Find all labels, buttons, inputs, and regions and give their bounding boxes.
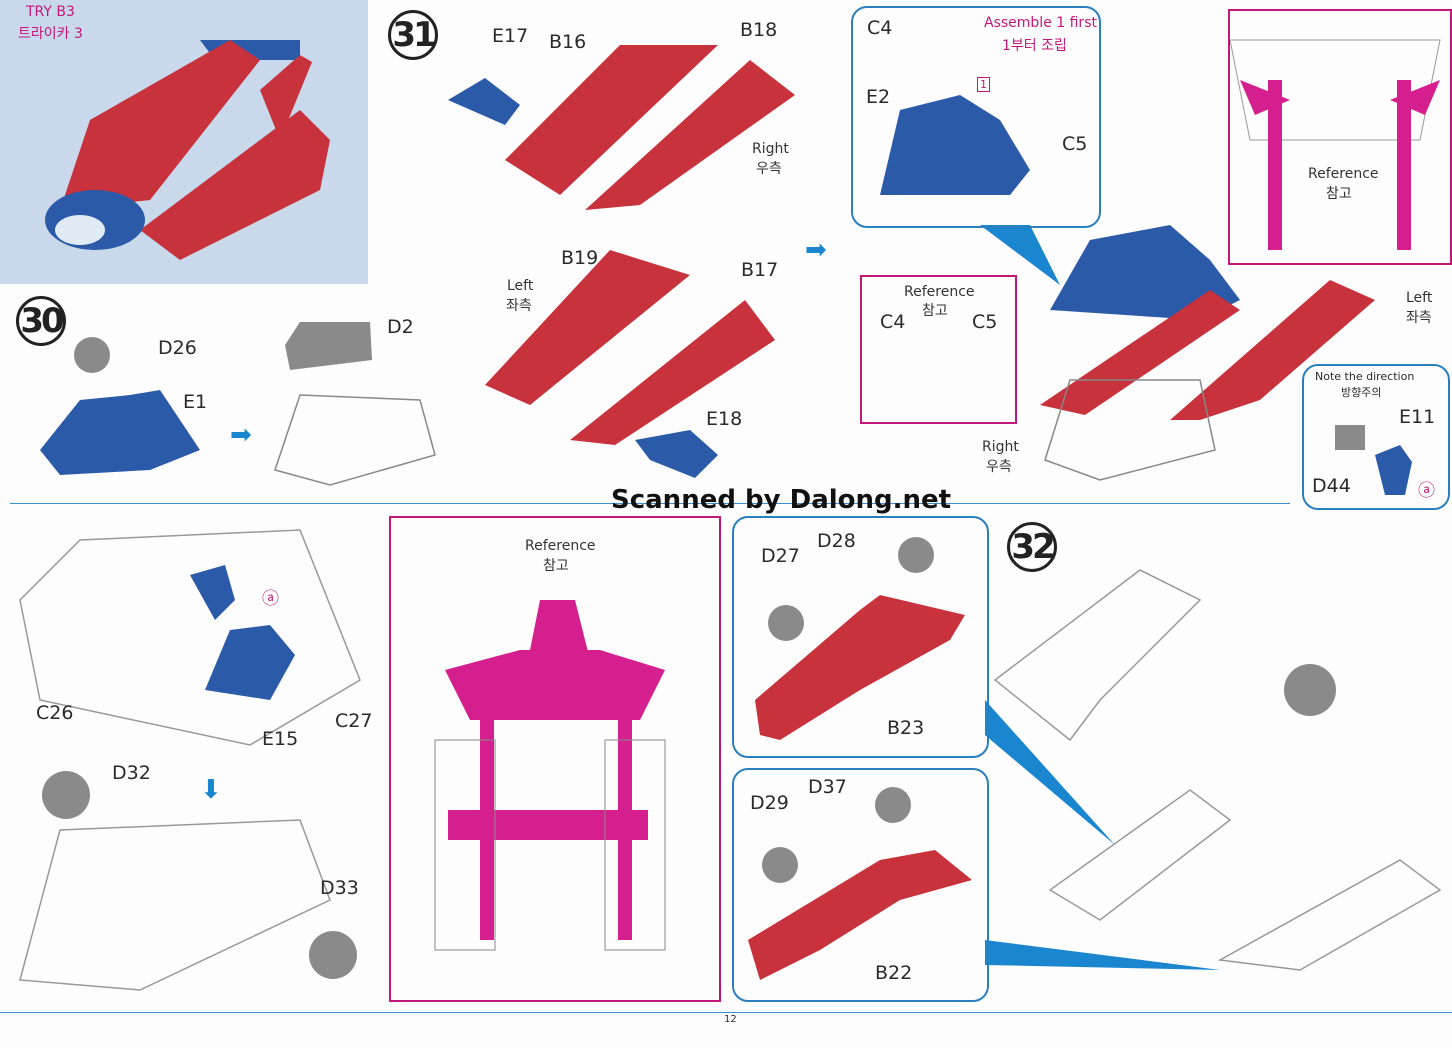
reference-label-ko: 참고: [922, 303, 948, 319]
part-label: D44: [1312, 475, 1351, 497]
reference-label: Reference: [525, 538, 596, 554]
inset-d29-d37-b22: [732, 768, 989, 1002]
model-illustration: [45, 40, 330, 260]
part-label: B16: [549, 31, 587, 53]
reference-box-bottom: [389, 516, 721, 1002]
part-label: D32: [112, 762, 151, 784]
finished-model-preview: TRY B3 트라이카 3: [0, 0, 368, 284]
footer-divider: [0, 1012, 1452, 1013]
part-label: B18: [740, 19, 778, 41]
reference-label-ko: 참고: [543, 558, 569, 574]
part-label: D29: [750, 792, 789, 814]
model-title: TRY B3: [26, 4, 75, 20]
mark-1: 1: [977, 77, 990, 92]
part-label: C26: [36, 702, 74, 724]
part-label: E2: [866, 86, 891, 108]
part-label: E15: [262, 728, 299, 750]
part-label: B19: [561, 247, 599, 269]
note-direction: Note the direction: [1315, 370, 1415, 383]
part-label: C5: [1062, 133, 1088, 155]
mark-a: ⓐ: [262, 589, 279, 609]
inset-d27-d28-b23: [732, 516, 989, 758]
part-label: D33: [320, 877, 359, 899]
page-number: 12: [724, 1014, 737, 1025]
inset-note-direction: [1302, 364, 1450, 510]
side-label: 우측: [986, 459, 1012, 475]
flow-arrow-right-icon: ➡: [230, 420, 252, 450]
part-label: D26: [158, 337, 197, 359]
step-31-badge: 31: [388, 10, 438, 60]
part-label: D37: [808, 776, 847, 798]
watermark: Scanned by Dalong.net: [611, 485, 952, 515]
part-label: C27: [335, 710, 373, 732]
assemble-first-note: Assemble 1 first: [984, 15, 1097, 31]
side-label: Right: [752, 141, 789, 157]
side-label: Left: [507, 278, 534, 294]
reference-label: Reference: [904, 284, 975, 300]
part-label: E1: [183, 391, 208, 413]
part-label: D27: [761, 545, 800, 567]
side-label: Left: [1406, 290, 1433, 306]
reference-box-c4-c5: [860, 275, 1017, 424]
reference-label-ko: 참고: [1326, 186, 1352, 202]
reference-box-top: [1228, 9, 1452, 265]
flow-arrow-down-icon: ⬇: [200, 775, 222, 805]
flow-arrow-right-icon: ➡: [805, 235, 827, 265]
model-subtitle: 트라이카 3: [18, 26, 83, 42]
section-divider: [10, 503, 1290, 504]
part-label: E18: [706, 408, 743, 430]
side-label: 좌측: [1406, 310, 1432, 326]
part-label: D28: [817, 530, 856, 552]
inset-assemble-first: [851, 6, 1101, 228]
reference-label: Reference: [1308, 166, 1379, 182]
part-label: B17: [741, 259, 779, 281]
mark-a: ⓐ: [1418, 481, 1435, 501]
part-label: B23: [887, 717, 925, 739]
side-label: 좌측: [506, 298, 532, 314]
step-30-badge: 30: [16, 296, 66, 346]
part-label: E11: [1399, 406, 1436, 428]
part-label: B22: [875, 962, 913, 984]
part-label: C4: [867, 17, 893, 39]
assemble-first-note-ko: 1부터 조립: [1002, 38, 1067, 54]
side-label: 우측: [756, 161, 782, 177]
step-32-badge: 32: [1007, 522, 1057, 572]
part-label: E17: [492, 25, 529, 47]
note-direction-ko: 방향주의: [1341, 386, 1382, 399]
part-label: C4: [880, 311, 906, 333]
side-label: Right: [982, 439, 1019, 455]
part-label: C5: [972, 311, 998, 333]
part-label: D2: [387, 316, 414, 338]
